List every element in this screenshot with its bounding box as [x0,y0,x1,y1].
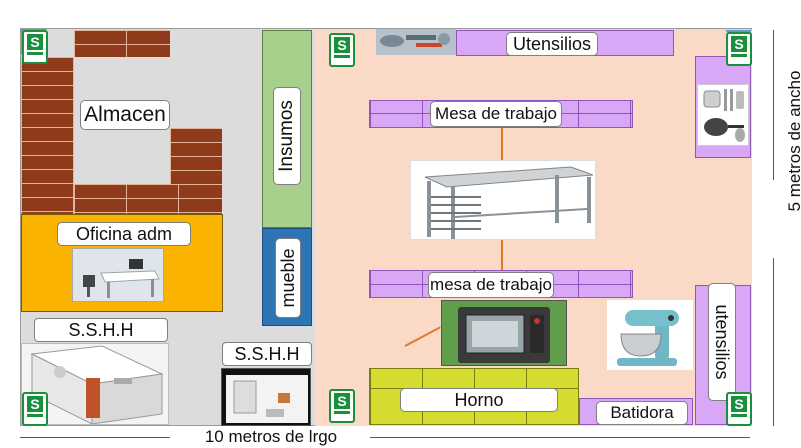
office-photo [72,248,164,302]
sshh-left-label: S.S.H.H [34,318,168,342]
mueble-label: mueble [275,238,301,318]
oven-photo [441,300,567,366]
safety-sign-icon: S [726,32,752,66]
width-dimension-line-bottom [773,258,774,426]
almacen-wall-left [21,57,74,214]
mesa-bottom-label: mesa de trabajo [428,272,554,298]
mesa-top-label: Mesa de trabajo [430,101,562,127]
almacen-wall-top [74,30,170,57]
kitchen-tools-photo [697,84,749,146]
safety-sign-icon: S [726,392,752,426]
length-dimension-line-left [20,437,170,438]
almacen-label: Almacen [80,100,170,130]
connector-line-table-2 [501,240,503,270]
sshh-center-label: S.S.H.H [222,342,312,366]
batidora-label: Batidora [596,401,688,425]
top-utensils-photo [376,29,456,55]
work-table-photo [410,160,596,240]
width-dimension-label: 5 metros de ancho [785,70,801,212]
utensilios-top-label: Utensilios [506,32,598,56]
bathroom-center-render [221,368,311,426]
connector-line-table [501,128,503,160]
safety-sign-icon: S [329,33,355,67]
width-dimension-line-top [773,30,774,180]
almacen-wall-bottom [74,184,222,214]
insumos-label: Insumos [273,87,301,185]
almacen-wall-right [170,128,222,184]
office-label: Oficina adm [57,222,191,246]
length-dimension-line-right [370,437,750,438]
mixer-photo [607,300,693,370]
safety-sign-icon: S [329,389,355,423]
safety-sign-icon: S [22,30,48,64]
utensilios-right-label: utensilios [708,283,736,401]
length-dimension-label: 10 metros de lrgo [204,427,338,446]
safety-sign-icon: S [22,392,48,426]
horno-label: Horno [400,388,558,412]
